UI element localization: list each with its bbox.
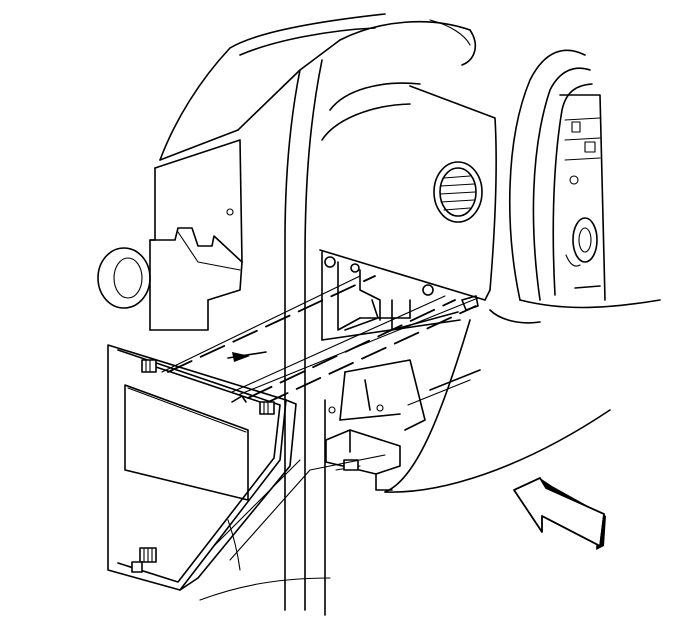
direction-arrow-icon <box>513 477 606 550</box>
air-vent <box>433 161 483 223</box>
lower-left-lines <box>199 519 331 601</box>
lower-dash-sweep <box>384 309 611 493</box>
alignment-lines <box>161 275 479 405</box>
dash-face <box>319 85 497 301</box>
locator-arrow <box>227 351 267 362</box>
center-pillar <box>284 59 421 616</box>
knee-bolster-panel <box>107 344 386 591</box>
round-grommet <box>97 247 151 309</box>
lower-brackets <box>325 359 426 491</box>
instrument-cluster-bezel <box>508 49 661 309</box>
left-side-bracket <box>149 139 243 331</box>
panel-clips <box>131 359 275 573</box>
